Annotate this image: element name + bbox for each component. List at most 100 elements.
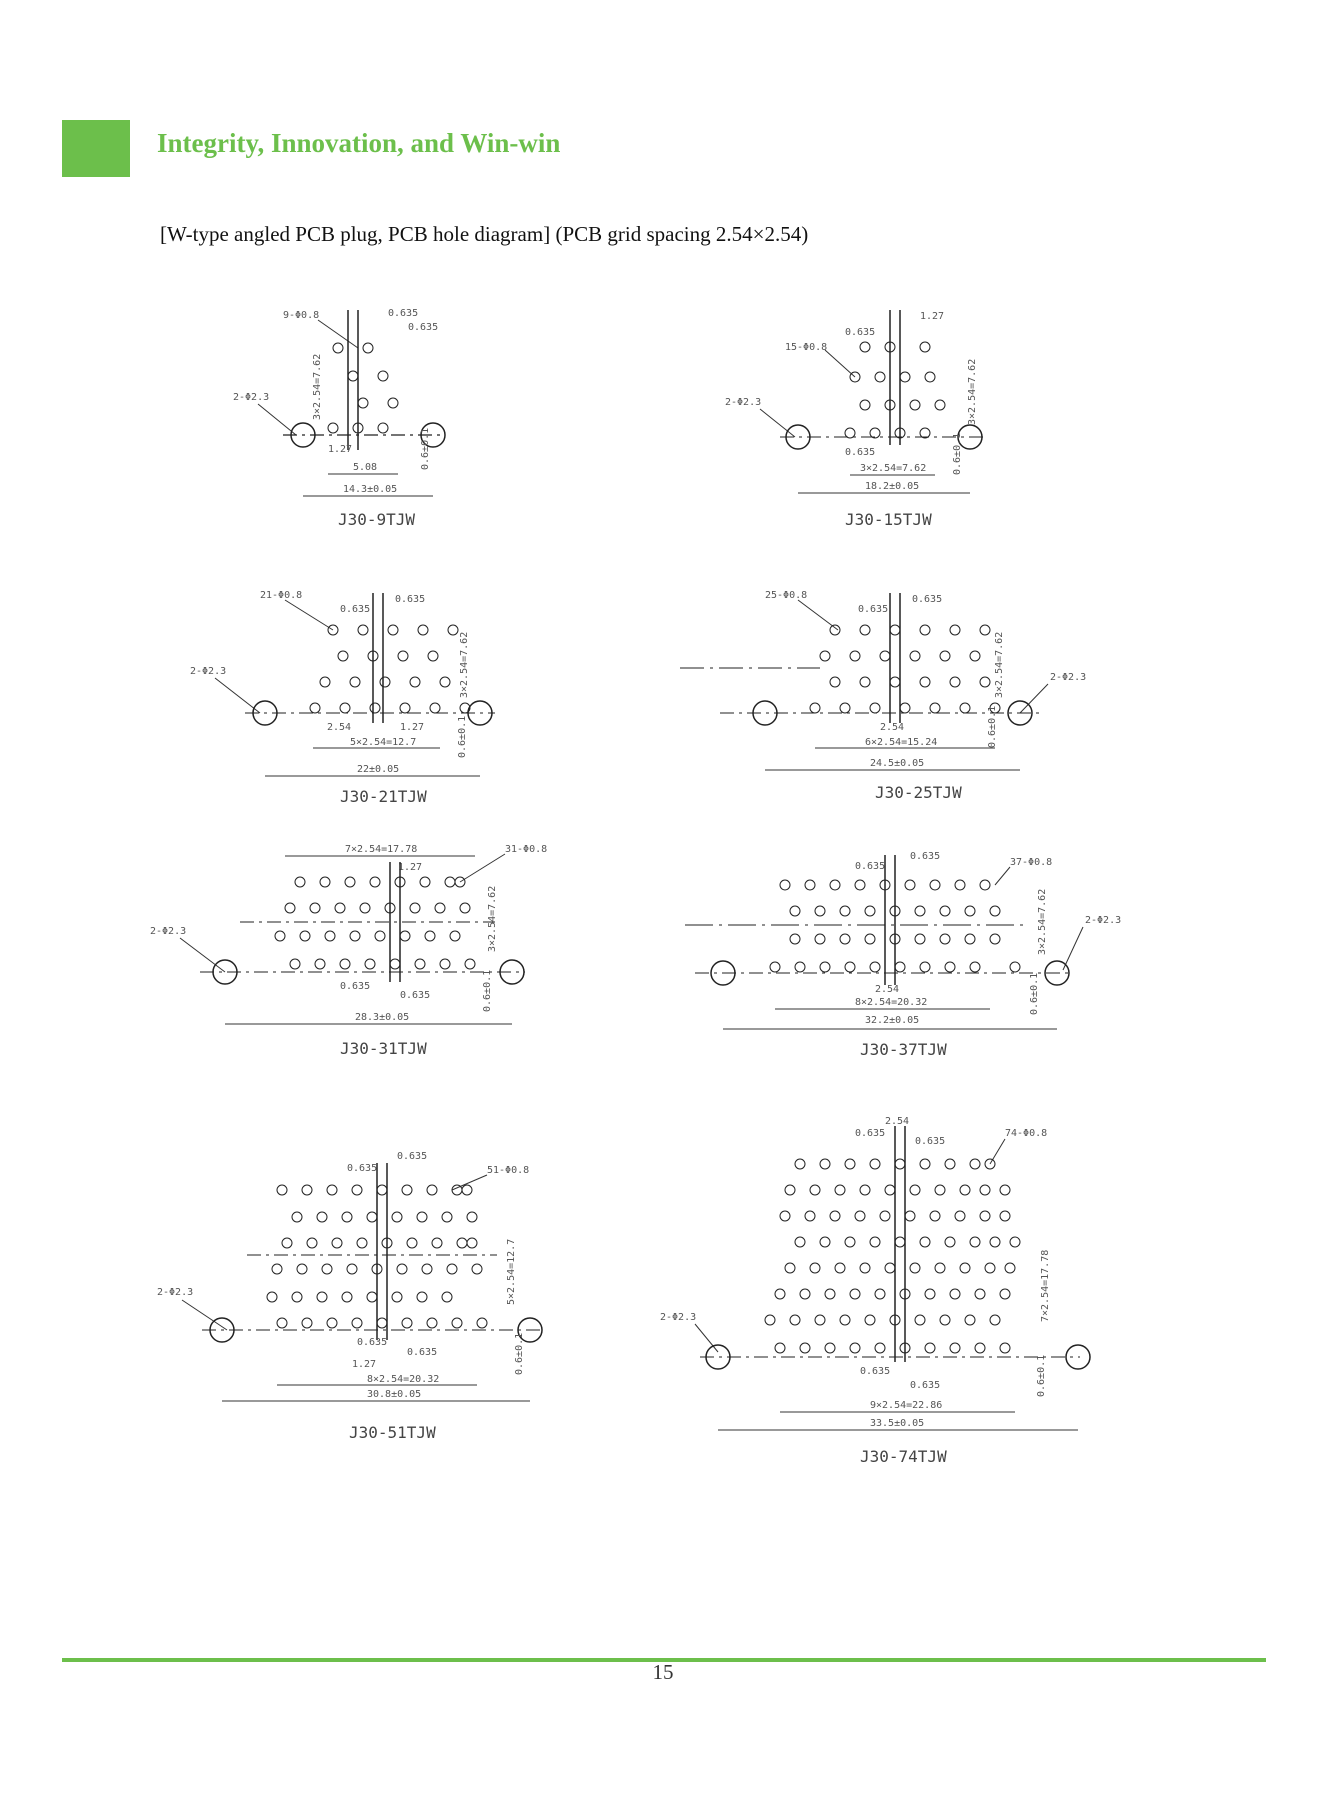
dim-vertical: 3×2.54=7.62 [1037, 889, 1048, 955]
dim-span: 5.08 [353, 462, 377, 473]
pcb-diagram-j30-74tjw: 2.54 0.635 0.635 74-Φ0.8 2-Φ2.3 0.635 0.… [660, 1116, 1091, 1466]
dim-overall: 30.8±0.05 [367, 1389, 421, 1400]
mount-hole-left [212, 959, 238, 985]
dim-tolerance: 0.6±0.1 [482, 970, 493, 1012]
pcb-diagram-j30-25tjw: 25-Φ0.8 2-Φ2.3 0.635 0.635 2.54 6×2.54=1… [680, 590, 1086, 802]
dim-mount-holes: 2-Φ2.3 [660, 1312, 696, 1323]
dim-offset-b: 0.635 [408, 322, 438, 333]
dim-tolerance: 0.6±0.1 [987, 706, 998, 748]
pcb-diagram-j30-21tjw: 21-Φ0.8 2-Φ2.3 0.635 0.635 2.54 1.27 5×2… [190, 590, 495, 806]
dim-span: 8×2.54=20.32 [855, 997, 927, 1008]
dim-holes: 74-Φ0.8 [1005, 1128, 1047, 1139]
section-caption: [W-type angled PCB plug, PCB hole diagra… [160, 222, 809, 246]
mount-hole-left [752, 700, 778, 726]
mount-hole-right [1065, 1344, 1091, 1370]
dim-pitch: 2.54 [327, 722, 351, 733]
dim-tolerance: 0.6±0.1 [1029, 973, 1040, 1015]
dim-offset-b: 0.635 [915, 1136, 945, 1147]
dim-offset-a: 0.635 [855, 1128, 885, 1139]
dim-span-top: 7×2.54=17.78 [345, 844, 417, 855]
dim-offset-b: 0.635 [912, 594, 942, 605]
pin-grid [809, 624, 1001, 714]
dim-mount-holes: 2-Φ2.3 [233, 392, 269, 403]
dim-tolerance: 0.6±0.1 [457, 716, 468, 758]
dim-holes: 51-Φ0.8 [487, 1165, 529, 1176]
pin-row [327, 342, 399, 434]
dim-overall: 14.3±0.05 [343, 484, 397, 495]
pin-grid [309, 624, 471, 714]
dim-holes: 15-Φ0.8 [785, 342, 827, 353]
dim-mount-holes: 2-Φ2.3 [1085, 915, 1121, 926]
mount-hole-right [1044, 960, 1070, 986]
dim-vertical: 3×2.54=7.62 [967, 359, 978, 425]
dim-tolerance: 0.6±0.1 [952, 433, 963, 475]
dim-overall: 28.3±0.05 [355, 1012, 409, 1023]
dim-half-pitch: 1.27 [400, 722, 424, 733]
dim-vertical: 7×2.54=17.78 [1040, 1250, 1051, 1322]
header-accent-square [62, 120, 130, 177]
dim-offset-b: 0.635 [910, 851, 940, 862]
pcb-diagram-j30-15tjw: 15-Φ0.8 2-Φ2.3 0.635 1.27 0.635 3×2.54=7… [725, 310, 985, 529]
mount-hole-right [499, 959, 525, 985]
dim-offset-b: 0.635 [395, 594, 425, 605]
dim-offset-a: 0.635 [347, 1163, 377, 1174]
mount-hole-left [705, 1344, 731, 1370]
dim-holes: 9-Φ0.8 [283, 310, 319, 321]
model-label: J30-9TJW [338, 510, 415, 529]
mount-hole-left [290, 422, 316, 448]
pin-grid [274, 876, 476, 970]
dim-half-pitch: 1.27 [398, 862, 422, 873]
pcb-diagram-j30-9tjw: 9-Φ0.8 2-Φ2.3 0.635 0.635 1.27 5.08 14.3… [233, 308, 446, 529]
dim-span: 9×2.54=22.86 [870, 1400, 942, 1411]
dim-holes: 31-Φ0.8 [505, 844, 547, 855]
dim-span: 5×2.54=12.7 [350, 737, 416, 748]
dim-mount-holes: 2-Φ2.3 [157, 1287, 193, 1298]
dim-mount-holes: 2-Φ2.3 [725, 397, 761, 408]
dim-offset-c: 0.635 [357, 1337, 387, 1348]
pcb-diagram-j30-37tjw: 0.635 0.635 37-Φ0.8 2-Φ2.3 2.54 8×2.54=2… [685, 851, 1121, 1059]
dim-tolerance: 0.6±0.1 [1036, 1355, 1047, 1397]
mount-hole-left [252, 700, 278, 726]
dim-offset-a: 0.635 [858, 604, 888, 615]
dim-offset-b: 0.635 [400, 990, 430, 1001]
dim-span: 8×2.54=20.32 [367, 1374, 439, 1385]
dim-offset-c: 0.635 [860, 1366, 890, 1377]
dim-overall: 32.2±0.05 [865, 1015, 919, 1026]
dim-mount-holes: 2-Φ2.3 [150, 926, 186, 937]
dim-vertical: 3×2.54=7.62 [487, 886, 498, 952]
dim-mount-holes: 2-Φ2.3 [1050, 672, 1086, 683]
header-slogan: Integrity, Innovation, and Win-win [157, 128, 561, 158]
dim-span: 6×2.54=15.24 [865, 737, 937, 748]
dim-pitch: 1.27 [328, 444, 352, 455]
dim-offset-a: 0.635 [845, 327, 875, 338]
dim-offset-a: 0.635 [388, 308, 418, 319]
dim-offset-a: 0.635 [340, 604, 370, 615]
dim-offset-b: 0.635 [397, 1151, 427, 1162]
dim-overall: 22±0.05 [357, 764, 399, 775]
dim-vertical: 3×2.54=7.62 [994, 632, 1005, 698]
model-label: J30-15TJW [845, 510, 932, 529]
model-label: J30-74TJW [860, 1447, 947, 1466]
dim-vertical: 3×2.54=7.62 [459, 632, 470, 698]
dim-tolerance: 0.6±0.1 [420, 428, 431, 470]
pin-grid [764, 1158, 1021, 1354]
page-number: 15 [652, 1660, 674, 1684]
dim-overall: 33.5±0.05 [870, 1418, 924, 1429]
pin-grid [844, 341, 946, 439]
model-label: J30-25TJW [875, 783, 962, 802]
dim-span: 3×2.54=7.62 [860, 463, 926, 474]
model-label: J30-37TJW [860, 1040, 947, 1059]
mount-hole-right [517, 1317, 543, 1343]
mount-hole-left [209, 1317, 235, 1343]
dim-holes: 25-Φ0.8 [765, 590, 807, 601]
dim-pitch: 1.27 [352, 1359, 376, 1370]
pcb-diagram-j30-31tjw: 7×2.54=17.78 1.27 31-Φ0.8 2-Φ2.3 0.635 0… [150, 844, 547, 1058]
model-label: J30-21TJW [340, 787, 427, 806]
dim-offset-b: 0.635 [845, 447, 875, 458]
dim-mount-holes: 2-Φ2.3 [190, 666, 226, 677]
dim-offset-d: 0.635 [910, 1380, 940, 1391]
mount-hole-left [785, 424, 811, 450]
model-label: J30-51TJW [349, 1423, 436, 1442]
mount-hole-right [957, 424, 983, 450]
pcb-diagram-j30-51tjw: 0.635 0.635 51-Φ0.8 2-Φ2.3 0.635 0.635 1… [157, 1151, 543, 1442]
